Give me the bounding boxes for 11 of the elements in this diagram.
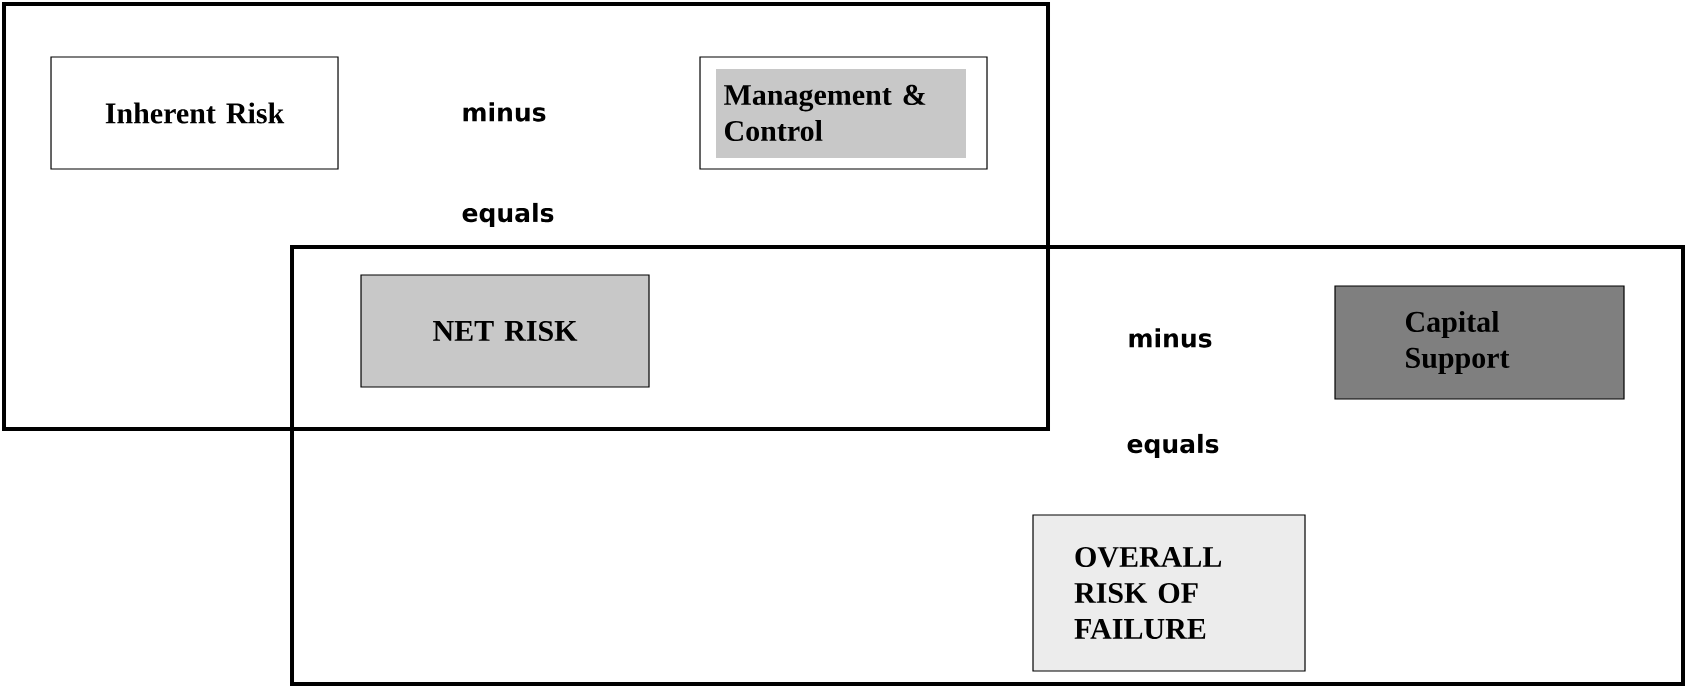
operator-word: minus bbox=[463, 102, 546, 122]
text-box: NET RISK bbox=[360, 274, 650, 388]
text-box: Inherent Risk bbox=[50, 56, 339, 170]
text-box: Management & Control bbox=[699, 56, 988, 170]
operator-word: minus bbox=[1129, 328, 1212, 348]
frame bbox=[290, 245, 1685, 686]
frame bbox=[2, 2, 1050, 431]
text-box: Capital Support bbox=[1334, 285, 1625, 400]
text-box: OVERALL RISK OF FAILURE bbox=[1032, 514, 1306, 672]
operator-word: equals bbox=[462, 202, 554, 228]
operator-word: equals bbox=[1127, 433, 1219, 459]
